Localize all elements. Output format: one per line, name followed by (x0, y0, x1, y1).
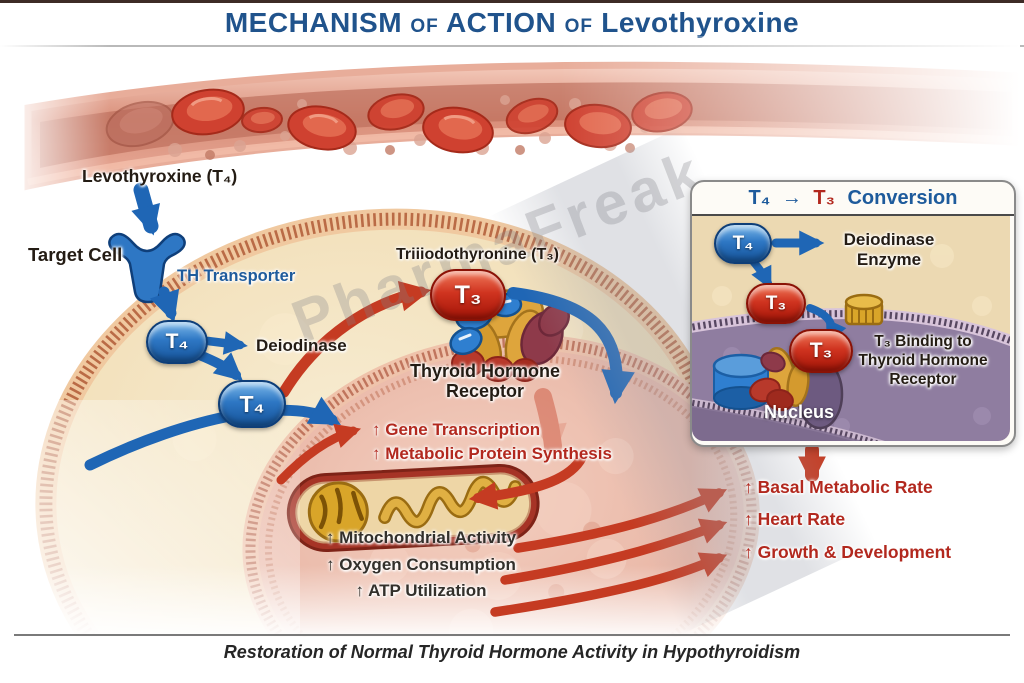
inset-title-t4: T₄ (748, 187, 771, 209)
arrow-t3-to-nucleus (507, 287, 635, 405)
arrow-entry (131, 182, 161, 236)
inset-nucleus-region (692, 316, 1010, 441)
t4-pill-1: T₄ (146, 320, 208, 364)
arrow-conversion (278, 281, 432, 398)
page-title: MECHANISM OF ACTION OF Levothyroxine (0, 7, 1024, 39)
effect-heart-rate: ↑ Heart Rate (744, 509, 846, 529)
protein-synthesis-label: ↑ Metabolic Protein Synthesis (372, 444, 612, 463)
arrow-to-gene (276, 423, 362, 485)
arrow-to-deiodinase (203, 331, 248, 355)
arrow-into-cell (149, 286, 180, 323)
arrow-effect-3 (490, 552, 728, 617)
title-word: MECHANISM (224, 7, 403, 38)
title-word: ACTION (445, 7, 557, 38)
inset-t3-bound-pill: T₃ (789, 329, 853, 373)
title-of: OF (410, 16, 439, 37)
inset-title-word: Conversion (847, 187, 958, 209)
levothyroxine-label: Levothyroxine (T₄) (82, 166, 238, 186)
receptor-complex (449, 289, 571, 382)
gene-transcription-label: ↑ Gene Transcription (372, 420, 541, 439)
mitochondria-labels: ↑ Mitochondrial Activity ↑ Oxygen Consum… (308, 525, 534, 605)
deiodinase-label: Deiodinase (256, 336, 347, 355)
inset-header: T₄ → T₃ Conversion (692, 182, 1014, 216)
inset-enzyme-icon (844, 293, 884, 326)
t3-pill: T₃ (430, 269, 506, 321)
footer-caption: Restoration of Normal Thyroid Hormone Ac… (223, 642, 801, 662)
inset-title-t3: T₃ (813, 187, 835, 209)
pathway-arrows (84, 182, 826, 617)
inset-title-arrow-icon: → (781, 187, 802, 209)
arrow-effect-1 (513, 488, 728, 553)
mitochondrial-activity-label: ↑ Mitochondrial Activity (325, 528, 517, 547)
footer-divider (14, 634, 1010, 636)
inset-binding-label: T₃ Binding to Thyroid Hormone Receptor (858, 333, 988, 388)
inset-t4-pill: T₄ (714, 223, 772, 264)
title-divider (0, 45, 1024, 47)
conversion-inset: T₄ → T₃ Conversion (690, 180, 1016, 447)
arrow-receptor-down (534, 388, 567, 457)
effect-growth-development: ↑ Growth & Development (744, 542, 952, 562)
oxygen-consumption-label: ↑ Oxygen Consumption (326, 554, 516, 574)
th-transporter-label: TH Transporter (177, 267, 296, 285)
top-border (0, 0, 1024, 3)
title-of: OF (564, 16, 593, 37)
title-drug: Levothyroxine (601, 7, 800, 38)
arrow-effect-2 (500, 518, 728, 585)
atp-utilization-label: ↑ ATP Utilization (355, 581, 487, 600)
effect-basal-metabolic-rate: ↑ Basal Metabolic Rate (744, 477, 933, 497)
blood-vessel (0, 36, 1020, 216)
arrow-into-mitochondria (468, 452, 587, 510)
inset-receptor-complex (712, 347, 844, 430)
inset-body: Deiodinase Enzyme T₃ Binding to Thyroid … (692, 216, 1010, 441)
t4-pill-2: T₄ (218, 380, 286, 428)
inset-t3-pill: T₃ (746, 283, 806, 324)
receptor-label: Thyroid Hormone Receptor (409, 361, 560, 401)
inset-enzyme-label: Deiodinase Enzyme (843, 230, 935, 269)
t3-name-label: Triiiodothyronine (T₃) (396, 246, 559, 263)
target-cell-label: Target Cell (28, 244, 123, 265)
inset-nucleus-label: Nucleus (764, 402, 835, 422)
